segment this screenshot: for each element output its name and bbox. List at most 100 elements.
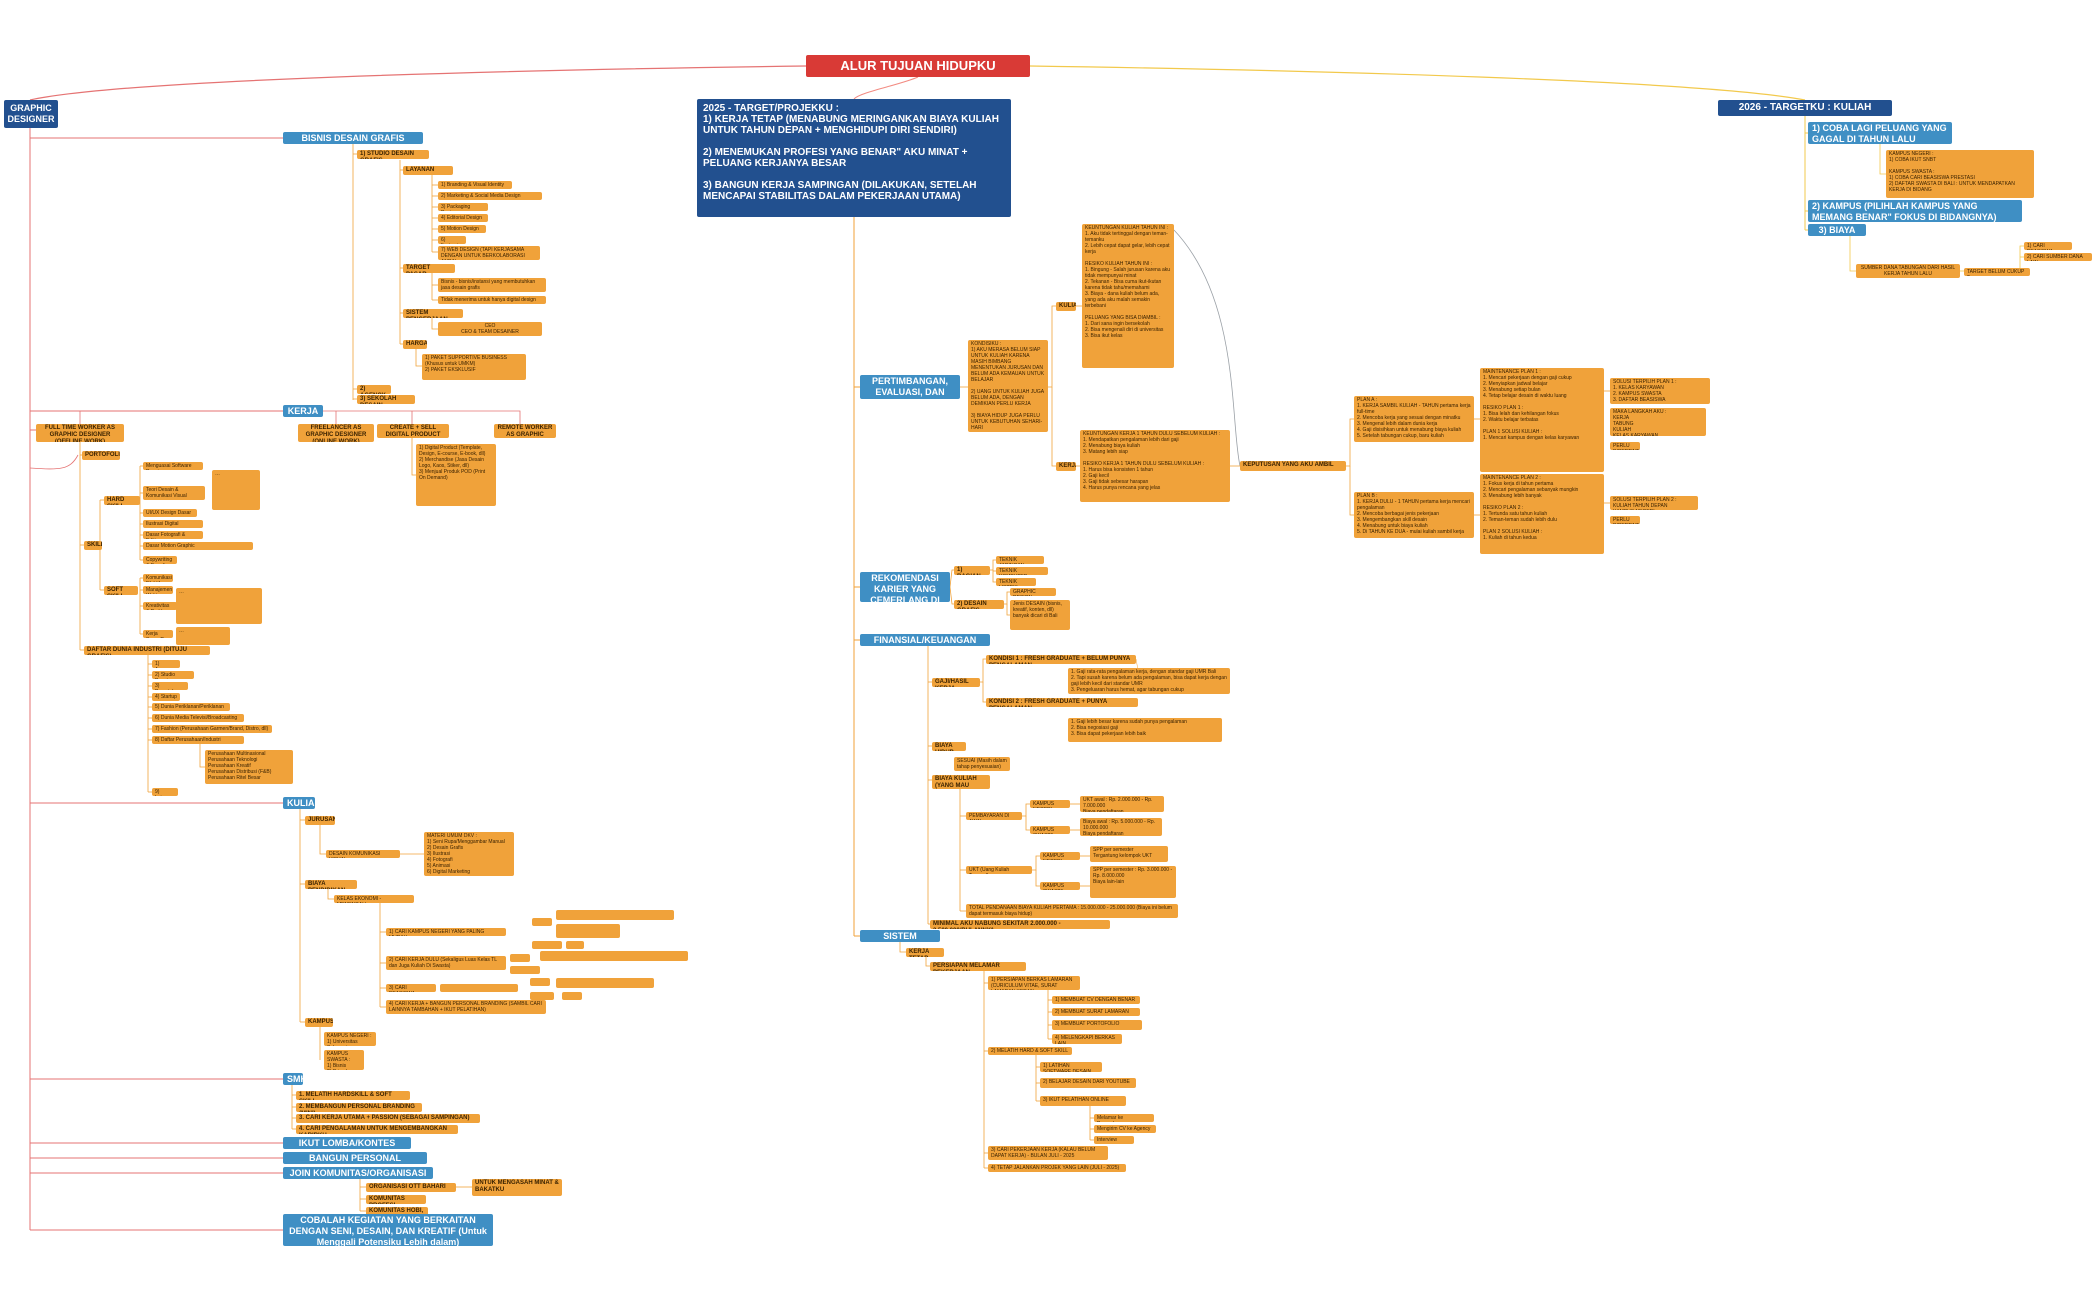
biaya-sub[interactable] xyxy=(532,918,552,926)
sistem-pengerjaan[interactable]: SISTEM PENGERJAAN xyxy=(403,309,463,318)
tail-item[interactable]: Melamar ke Perusahaan xyxy=(1094,1114,1154,1122)
daftar-item[interactable]: 8) Daftar Perusahaan/Industri xyxy=(152,736,244,744)
skill-item[interactable]: UI/UX Design Dasar xyxy=(143,509,197,517)
target-belum-cukup[interactable]: TARGET BELUM CUKUP ? xyxy=(1964,268,2030,276)
biaya-sub[interactable] xyxy=(510,966,540,974)
kondisi-2[interactable]: KONDISI 2 : FRESH GRADUATE + PUNYA PENGA… xyxy=(986,698,1138,707)
ukt[interactable]: UKT (Uang Kuliah Tunggal) xyxy=(966,866,1032,874)
persiapan-item[interactable]: 1) PERSIAPAN BERKAS LAMARAN (CURICULUM V… xyxy=(988,976,1080,990)
biaya-kuliah-cover[interactable]: BIAYA KULIAH (YANG MAU DICOVER) xyxy=(932,775,990,789)
target-2026-node[interactable]: 2026 - TARGETKU : KULIAH xyxy=(1718,100,1892,116)
dg-item[interactable]: GRAPHIC DESIGN xyxy=(1010,588,1056,596)
portofolio[interactable]: PORTOFOLIO xyxy=(82,451,120,460)
komunitas-item[interactable]: KOMUNITAS PROFESI xyxy=(366,1195,426,1204)
sub-item[interactable]: 4) MELENGKAPI BERKAS LAIN xyxy=(1052,1034,1122,1044)
skill-item[interactable]: Menguasai Software Desain xyxy=(143,462,203,470)
cari-kerja-2[interactable]: 4) CARI KERJA + BANGUN PERSONAL BRANDING… xyxy=(386,1000,546,1014)
plan-a-langkah[interactable]: MAKA LANGKAH AKU : KERJA TABUNG KULIAH K… xyxy=(1610,408,1706,436)
smk-item[interactable]: 4. CARI PENGALAMAN UNTUK MENGEMBANGKAN K… xyxy=(296,1125,458,1134)
kampus-swasta[interactable]: KAMPUS SWASTA : 1) Bisnis 2) Primakara xyxy=(324,1050,364,1070)
daftar-item[interactable]: 7) Fashion (Perusahaan Garmen/Brand, Dis… xyxy=(152,725,272,733)
daftar-industri[interactable]: DAFTAR DUNIA INDUSTRI (DITUJU GRAFIS) xyxy=(84,646,210,655)
plan-a-perlu[interactable]: PERLU DIPERTIMBANGKAN xyxy=(1610,442,1640,450)
rekomendasi-node[interactable]: REKOMENDASI KARIER YANG CEMERLANG DI BAL… xyxy=(860,572,950,602)
sub-item[interactable]: 3) MEMBUAT PORTOFOLIO xyxy=(1052,1020,1142,1030)
biaya-sub[interactable] xyxy=(530,978,550,986)
layanan-item[interactable]: 1) Branding & Visual Identity xyxy=(438,181,512,189)
biaya-sub-box[interactable] xyxy=(556,910,674,920)
keputusan-node[interactable]: KEPUTUSAN YANG AKU AMBIL xyxy=(1240,461,1346,471)
plan-a-solusi[interactable]: SOLUSI TERPILIH PLAN 1 : 1. KELAS KARYAW… xyxy=(1610,378,1710,404)
plan-b-detail[interactable]: MAINTENANCE PLAN 2 : 1. Fokus kerja di t… xyxy=(1480,474,1604,554)
tail-item[interactable]: Mengirim CV ke Agency xyxy=(1094,1125,1156,1133)
skill-box[interactable]: … xyxy=(212,470,260,510)
kuliah-pertimbangan-box[interactable]: KEUNTUNGAN KULIAH TAHUN INI : 1. Aku tid… xyxy=(1082,224,1174,368)
layanan-item[interactable]: 6) Ilustrasi xyxy=(438,236,466,244)
persiapan-item[interactable]: 4) TETAP JALANKAN PROJEK YANG LAIN (JULI… xyxy=(988,1164,1126,1172)
plan-b-perlu[interactable]: PERLU DIPERTIMBANGKAN xyxy=(1610,516,1640,524)
sub-item[interactable]: 2) MEMBUAT SURAT LAMARAN xyxy=(1052,1008,1140,1016)
biaya-sub[interactable] xyxy=(562,992,582,1000)
plan-b-solusi[interactable]: SOLUSI TERPILIH PLAN 2 : KULIAH TAHUN DE… xyxy=(1610,496,1698,510)
biaya-sub[interactable] xyxy=(440,984,518,992)
layanan-item[interactable]: 5) Motion Design xyxy=(438,225,486,233)
cari-beasiswa[interactable]: 3) CARI BEASISWA xyxy=(386,984,436,992)
pertimbangan-node[interactable]: PERTIMBANGAN, EVALUASI, DAN ACTION xyxy=(860,375,960,399)
skill-sub[interactable]: 1) LATIHAN SOFTWARE DESAIN xyxy=(1040,1062,1102,1072)
daftar-item[interactable]: 1) Agency xyxy=(152,660,180,668)
persiapan-item[interactable]: 2) MELATIH HARD & SOFT SKILL xyxy=(988,1047,1072,1055)
target-pasar-item[interactable]: Tidak menerima untuk hanya digital desig… xyxy=(438,296,546,304)
biaya-sub[interactable] xyxy=(532,941,562,949)
target-pasar[interactable]: TARGET PASAR xyxy=(403,264,455,273)
remote-worker[interactable]: REMOTE WORKER AS GRAPHIC DESIGNER xyxy=(494,424,556,438)
hard-skill[interactable]: HARD SKILL xyxy=(104,496,140,505)
jurusan[interactable]: JURUSAN xyxy=(305,816,335,825)
kuliah-node[interactable]: KULIAH xyxy=(283,797,315,809)
minimal-nabung[interactable]: MINIMAL AKU NABUNG SEKITAR 2.000.000 - 2… xyxy=(930,920,1110,929)
sub-item[interactable]: 1) MEMBUAT CV DENGAN BENAR xyxy=(1052,996,1140,1004)
daftar-lainnya[interactable]: 9) Lainnya xyxy=(152,788,178,796)
digital-product-list[interactable]: 1) Digital Product (Template, Design, E-… xyxy=(416,444,496,506)
komunitas-item[interactable]: ORGANISASI OTT BAHARI xyxy=(366,1183,456,1192)
soft-skill-item[interactable]: Komunikasi Efektif xyxy=(143,574,173,582)
kampus[interactable]: KAMPUS xyxy=(305,1018,333,1027)
bagian-it[interactable]: 1) BAGIAN IT xyxy=(954,566,990,575)
swasta-ukt-box[interactable]: SPP per semester : Rp. 3.000.000 - Rp. 8… xyxy=(1090,866,1176,898)
soft-skill-box[interactable]: … xyxy=(176,588,262,624)
biaya-sub-box[interactable] xyxy=(556,978,654,988)
kampus-pilihan-box[interactable]: KAMPUS NEGERI : 1) COBA IKUT SNBT KAMPUS… xyxy=(1886,150,2034,198)
kerja-node[interactable]: KERJA xyxy=(283,405,323,417)
soft-skill-item[interactable]: Kerja Sama Tim xyxy=(143,630,173,638)
studio-desain[interactable]: 1) STUDIO DESAIN GRAFIS xyxy=(357,150,429,159)
swasta-biaya-box[interactable]: Biaya awal : Rp. 5.000.000 - Rp. 10.000.… xyxy=(1080,818,1162,836)
plan-a[interactable]: PLAN A : 1. KERJA SAMBIL KULIAH - TAHUN … xyxy=(1354,396,1474,442)
soft-skill-item[interactable]: Manajemen Waktu xyxy=(143,586,173,594)
sekolah-desain[interactable]: 3) SEKOLAH DESAIN xyxy=(357,395,415,404)
gaji-node[interactable]: GAJI/HASIL KERJA xyxy=(932,678,980,687)
kuliah-label[interactable]: KULIAH xyxy=(1056,302,1076,311)
komunitas-note[interactable]: UNTUK MENGASAH MINAT & BAKATKU xyxy=(472,1179,562,1196)
harga-item[interactable]: 1) PAKET SUPPORTIVE BUSINESS (Khusus unt… xyxy=(422,354,526,380)
bisnis-desain-grafis[interactable]: BISNIS DESAIN GRAFIS xyxy=(283,132,423,144)
skill-item[interactable]: Ilustrasi Digital xyxy=(143,520,203,528)
smk-item[interactable]: 2. MEMBANGUN PERSONAL BRANDING (MINI) xyxy=(296,1103,422,1112)
layanan[interactable]: LAYANAN xyxy=(403,166,453,175)
daftar-item[interactable]: 2) Studio Desain xyxy=(152,671,194,679)
dkv-materi[interactable]: MATERI UMUM DKV : 1) Seni Rupa/Menggamba… xyxy=(424,832,514,876)
kampus-pilih[interactable]: 2) KAMPUS (PILIHLAH KAMPUS YANG MEMANG B… xyxy=(1808,200,2022,222)
negeri-biaya-box[interactable]: UKT awal : Rp. 2.000.000 - Rp. 7.000.000… xyxy=(1080,796,1164,812)
daftar-item[interactable]: 5) Dunia Periklanan/Periklanan xyxy=(152,703,230,711)
biaya-sub-box[interactable] xyxy=(556,924,620,938)
persiapan-melamar[interactable]: PERSIAPAN MELAMAR PEKERJAAN xyxy=(930,962,1026,971)
plan-b[interactable]: PLAN B : 1. KERJA DULU - 1 TAHUN pertama… xyxy=(1354,492,1474,538)
cari-kampus[interactable]: 1) CARI KAMPUS NEGERI YANG PALING MURAH xyxy=(386,928,506,936)
kampus-negeri[interactable]: KAMPUS NEGERI : 1) Universitas Sulawesi xyxy=(324,1032,376,1046)
cobalah-kegiatan[interactable]: COBALAH KEGIATAN YANG BERKAITAN DENGAN S… xyxy=(283,1214,493,1246)
plan-a-detail[interactable]: MAINTENANCE PLAN 1 : 1. Mencari pekerjaa… xyxy=(1480,368,1604,472)
kampus-negeri-ukt[interactable]: KAMPUS NEGERI xyxy=(1040,852,1080,860)
skill[interactable]: SKILL xyxy=(84,541,102,550)
daftar-item[interactable]: 4) Startup xyxy=(152,693,180,701)
daftar-item[interactable]: 3) Percetakan xyxy=(152,682,188,690)
cari-kerja[interactable]: 2) CARI KERJA DULU (Sekaligus Luas Kelas… xyxy=(386,956,506,970)
persiapan-item[interactable]: 3) CARI PEKERJAAN KERJA (KALAU BELUM DAP… xyxy=(988,1146,1108,1160)
